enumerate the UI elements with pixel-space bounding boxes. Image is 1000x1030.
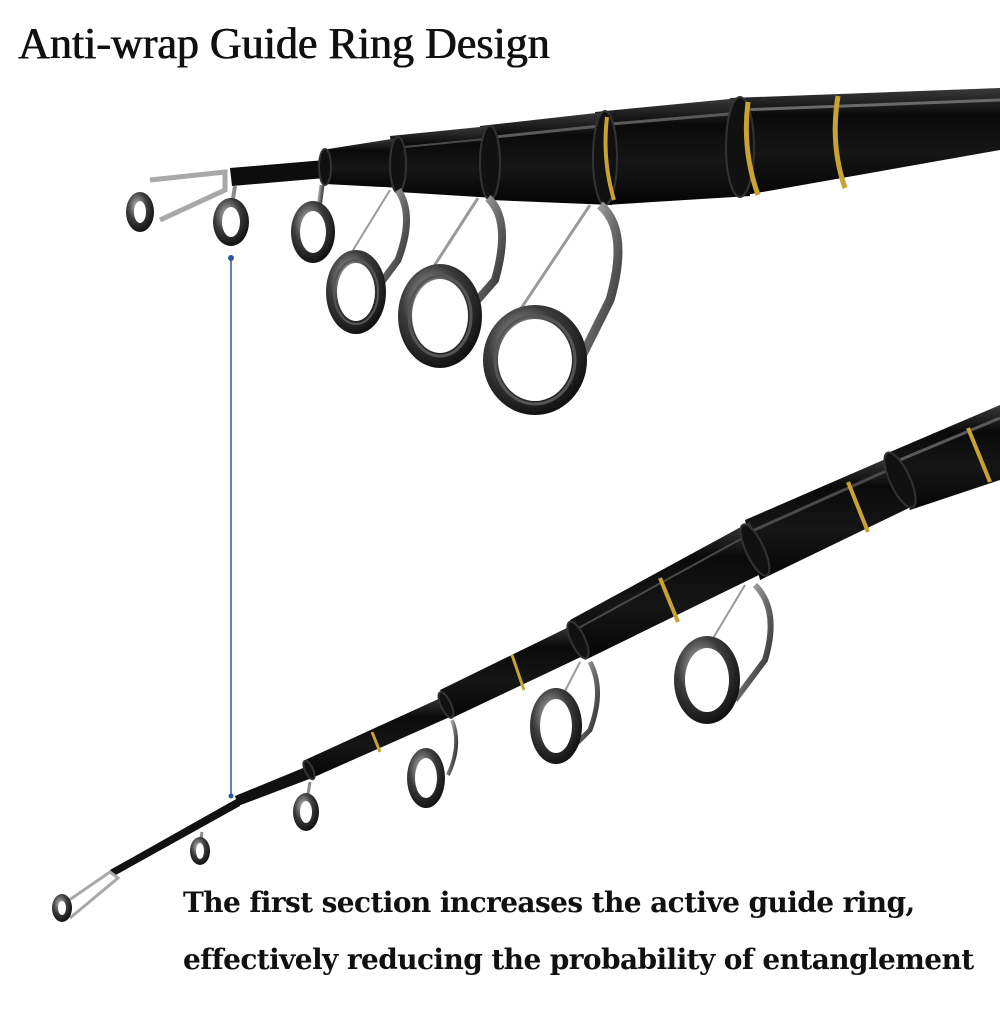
gold-band: [832, 95, 848, 189]
guide-ring: [483, 305, 587, 415]
guide-ring: [407, 748, 445, 808]
gold-band: [743, 101, 761, 196]
lower-rod-section-3: [440, 624, 585, 718]
upper-rod-section-3: [390, 126, 495, 198]
upper-rod: [126, 88, 1000, 415]
lower-rod-section-4: [570, 522, 765, 660]
guide-ring: [398, 264, 482, 368]
gold-band: [966, 427, 992, 483]
gold-band: [370, 731, 382, 753]
guide-ring: [326, 250, 386, 334]
lower-rod-section-1: [235, 766, 312, 806]
page-title: Anti-wrap Guide Ring Design: [18, 19, 550, 68]
tip-top-guide: [126, 169, 228, 232]
caption-line-2: effectively reducing the probability of …: [183, 943, 974, 976]
blue-dot-icon: [228, 793, 234, 799]
caption-line-1: The first section increases the active g…: [183, 886, 915, 919]
pointer-line: [228, 255, 234, 799]
upper-rod-section-2: [322, 138, 402, 188]
upper-rod-tip-section: [230, 160, 325, 186]
guide-ring: [674, 636, 740, 724]
upper-rod-butt-section: [730, 88, 1000, 196]
tip-top-guide: [52, 870, 121, 922]
lower-rod-section-5: [745, 455, 915, 580]
lower-rod-tip-section: [110, 798, 240, 876]
gold-band: [510, 654, 526, 691]
guide-ring: [530, 688, 582, 764]
guide-ring: [291, 201, 335, 263]
guide-ring: [190, 837, 210, 865]
lower-rod: [52, 405, 1000, 922]
gold-band: [603, 116, 616, 201]
guide-ring: [213, 198, 249, 246]
upper-rod-section-5: [595, 98, 750, 205]
lower-rod-section-2: [305, 696, 452, 778]
guide-ring: [293, 793, 319, 831]
gold-band: [658, 577, 680, 623]
lower-rod-butt-section: [890, 405, 1000, 510]
gold-band: [846, 481, 870, 533]
